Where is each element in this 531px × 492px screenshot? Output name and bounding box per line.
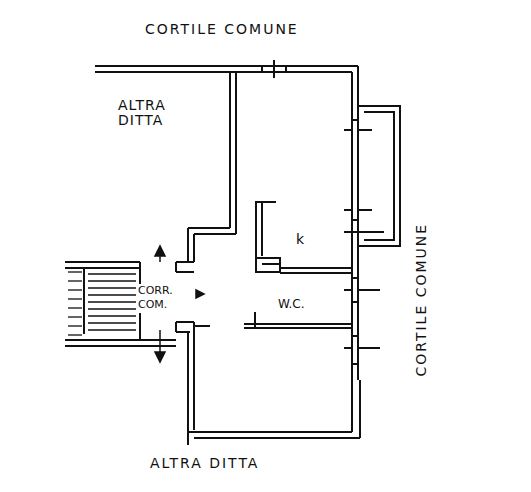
stair-step (88, 301, 136, 302)
stair-step (68, 325, 82, 326)
courtyard-label: CORTILE COMUNE (414, 223, 429, 377)
stair-step (88, 329, 136, 330)
stair-step (68, 271, 82, 272)
neighbour-label: ALTRA DITTA (118, 98, 206, 129)
stair-step (68, 334, 82, 335)
stair-step (88, 308, 136, 309)
neighbour-label: ALTRA DITTA (150, 456, 259, 471)
courtyard-label: CORTILE COMUNE (145, 22, 299, 37)
stair-step (88, 315, 136, 316)
stair-step (88, 273, 136, 274)
stair-step (68, 307, 82, 308)
stair-step (88, 287, 136, 288)
stair-step (88, 280, 136, 281)
stair-step (68, 289, 82, 290)
stair-step (88, 322, 136, 323)
corridor-label: CORR. COM. (138, 284, 178, 313)
stair-step (68, 280, 82, 281)
room-label: k (296, 232, 304, 247)
stair-step (68, 298, 82, 299)
stair-step (88, 294, 136, 295)
room-label: W.C. (278, 298, 305, 311)
stair-step (68, 316, 82, 317)
